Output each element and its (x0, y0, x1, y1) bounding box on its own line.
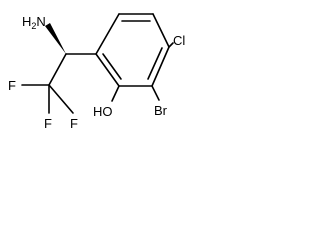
bond-chiral-to-cf3-carbon (48, 53, 67, 86)
ring-bond-left (95, 53, 120, 87)
wedge-bond-to-amine (45, 23, 66, 54)
fluorine-left-label: F (8, 78, 16, 93)
bond-to-bromine (151, 85, 160, 101)
bromine-label: Br (154, 103, 168, 118)
chlorine-label: Cl (173, 33, 185, 48)
amine-label: H2N (22, 14, 46, 31)
bond-to-fluorine-right (48, 84, 74, 114)
fluorine-right-label: F (70, 116, 78, 131)
fluorine-bottom-label: F (44, 116, 52, 131)
ring-double-bond-right (147, 47, 163, 80)
bond-to-hydroxyl (111, 85, 120, 102)
ring-bond-top-left (95, 13, 120, 55)
hydroxyl-label: HO (93, 104, 113, 119)
ring-bond-right (151, 46, 170, 87)
ring-bond-top-right (152, 13, 170, 48)
molecule-structure: H2N Cl F F F HO Br (8, 13, 185, 131)
bond-to-chlorine (168, 42, 174, 48)
ring-double-bond-left (102, 53, 122, 80)
